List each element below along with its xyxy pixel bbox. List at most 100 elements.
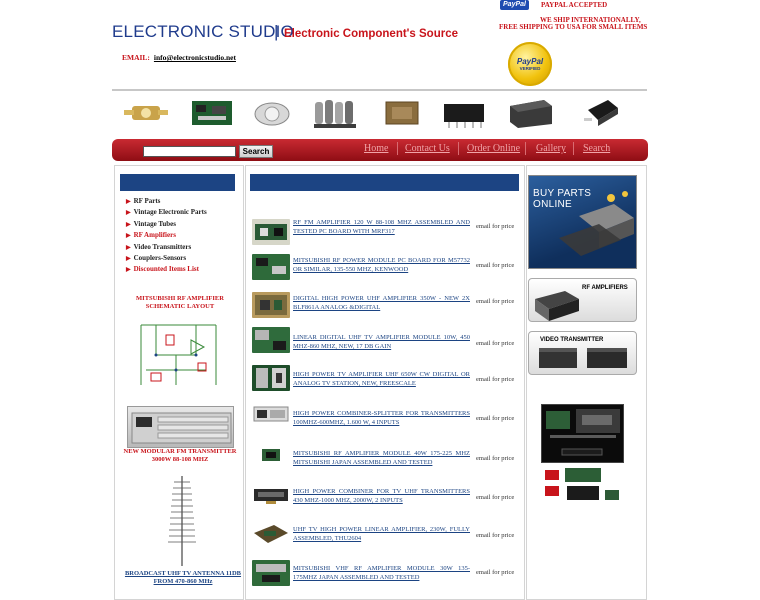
buy-parts-online-banner[interactable] [528, 175, 637, 269]
module-product-photo[interactable] [541, 404, 624, 463]
search-input[interactable] [143, 146, 236, 157]
product-price: email for price [476, 376, 515, 383]
product-link[interactable]: HIGH POWER COMBINER-SPLITTER FOR TRANSMI… [293, 410, 470, 426]
product-row: HIGH POWER TV AMPLIFIER UHF 650W CW DIGI… [250, 365, 518, 399]
arrow-right-icon: ▶ [126, 221, 131, 228]
product-price: email for price [476, 569, 515, 576]
product-row: HIGH POWER COMBINER FOR TV UHF TRANSMITT… [250, 483, 518, 517]
product-thumb-pcb-board[interactable] [188, 96, 236, 132]
product-image[interactable] [252, 523, 290, 545]
video-transmitter-banner[interactable] [528, 331, 637, 375]
product-thumb-smd-module[interactable] [580, 96, 624, 132]
product-row: MITSUBISHI RF POWER MODULE PC BOARD FOR … [250, 252, 518, 286]
nav-search[interactable]: Search [583, 143, 611, 154]
paypal-verified-seal[interactable]: PayPal VERIFIED [508, 42, 552, 86]
product-link[interactable]: DIGITAL HIGH POWER UHF AMPLIFIER 350W - … [293, 295, 470, 311]
product-image[interactable] [252, 560, 290, 586]
product-link[interactable]: RF FM AMPLIFIER 120 W 88-108 MHz ASSEMBL… [293, 219, 470, 235]
module-photo-illustration [546, 409, 620, 456]
fm-transmitter-image[interactable] [127, 406, 234, 448]
product-thumb-hybrid-module[interactable] [440, 96, 488, 132]
sidebar-item-rf-parts[interactable]: ▶RF Parts [126, 197, 161, 205]
paypal-seal-top: PayPal [516, 57, 544, 66]
sidebar-menu: ▶RF Parts ▶Vintage Electronic Parts ▶Vin… [126, 196, 207, 276]
product-thumb-amplifier-box[interactable] [506, 96, 556, 132]
product-thumb-rf-transistor[interactable] [122, 96, 170, 132]
nav-separator [458, 142, 459, 155]
product-image[interactable] [252, 365, 290, 391]
sidebar-header-bar [120, 174, 235, 191]
nav-separator [525, 142, 526, 155]
email-label: EMAIL: [122, 53, 150, 62]
rf-amplifiers-label: RF AMPLIFIERS [582, 285, 628, 291]
product-image[interactable] [252, 219, 290, 245]
sidebar-item-vintage-tubes[interactable]: ▶Vintage Tubes [126, 219, 176, 228]
product-thumb-rf-module[interactable] [380, 96, 424, 132]
paypal-logo: PayPal [500, 0, 529, 10]
product-price: email for price [476, 298, 515, 305]
product-image[interactable] [252, 254, 290, 280]
arrow-right-icon: ▶ [126, 199, 131, 205]
product-row: UHF TV HIGH POWER LINEAR AMPLIFIER, 230W… [250, 521, 518, 555]
product-image[interactable] [252, 292, 290, 318]
paypal-seal-bottom: VERIFIED [519, 66, 541, 71]
product-price: email for price [476, 262, 515, 269]
product-thumb-power-transistor[interactable] [252, 96, 292, 132]
email-line: EMAIL:info@electronicstudio.net [122, 53, 236, 62]
arrow-right-icon: ▶ [126, 255, 131, 262]
paypal-accepted-text: PAYPAL ACCEPTED [541, 1, 608, 9]
product-image[interactable] [252, 485, 290, 507]
nav-separator [397, 142, 398, 155]
product-image[interactable] [260, 446, 282, 464]
shipping-text-2: FREE SHIPPING TO USA FOR SMALL ITEMS [499, 23, 648, 31]
nav-home[interactable]: Home [364, 143, 389, 154]
nav-order-online[interactable]: Order Online [467, 143, 521, 154]
fm-transmitter-caption[interactable]: NEW MODULAR FM TRANSMITTER 3000W 88-108 … [123, 448, 237, 463]
email-link[interactable]: info@electronicstudio.net [153, 53, 236, 62]
site-tagline: Electronic Component's Source [284, 28, 458, 40]
product-thumb-vintage-tubes[interactable] [312, 96, 362, 132]
arrow-right-icon: ▶ [126, 233, 131, 240]
product-row: MITSUBISHI VHF RF AMPLIFIER MODULE 30W 1… [250, 560, 518, 594]
sidebar-item-vintage-electronic-parts[interactable]: ▶Vintage Electronic Parts [126, 208, 207, 217]
product-row: RF FM AMPLIFIER 120 W 88-108 MHz ASSEMBL… [250, 217, 518, 251]
product-price: email for price [476, 455, 515, 462]
product-row: DIGITAL HIGH POWER UHF AMPLIFIER 350W - … [250, 290, 518, 324]
product-link[interactable]: HIGH POWER COMBINER FOR TV UHF TRANSMITT… [293, 488, 470, 504]
schematic-image[interactable] [136, 315, 226, 393]
sidebar-item-discounted-items[interactable]: ▶Discounted Items List [126, 265, 199, 274]
sidebar-item-video-transmitters[interactable]: ▶Video Transmitters [126, 242, 192, 251]
sidebar-item-couplers-sensors[interactable]: ▶Couplers-Sensors [126, 253, 187, 262]
product-row: HIGH POWER COMBINER-SPLITTER FOR TRANSMI… [250, 404, 518, 438]
product-image[interactable] [252, 327, 290, 353]
schematic-title: MITSUBISHI RF AMPLIFIER SCHEMATIC LAYOUT [136, 295, 224, 310]
product-link[interactable]: HIGH POWER TV AMPLIFIER UHF 650W CW DIGI… [293, 371, 470, 387]
nav-gallery[interactable]: Gallery [536, 143, 566, 154]
chip-illustration [559, 191, 634, 256]
title-separator: | [274, 22, 279, 41]
product-link[interactable]: UHF TV HIGH POWER LINEAR AMPLIFIER, 230W… [293, 526, 470, 542]
antenna-caption[interactable]: BROADCAST UHF TV ANTENNA 11DB FROM 470-8… [124, 570, 242, 585]
product-link[interactable]: LINEAR DIGITAL UHF TV AMPLIFIER MODULE 1… [293, 334, 470, 350]
transmitter-illustration [131, 412, 232, 444]
shipping-text-1: WE SHIP INTERNATIONALLY, [540, 16, 641, 24]
arrow-right-icon: ▶ [126, 267, 131, 274]
arrow-right-icon: ▶ [126, 210, 131, 217]
product-image[interactable] [252, 404, 290, 426]
uhf-antenna-image[interactable] [162, 474, 202, 569]
product-price: email for price [476, 494, 515, 501]
product-link[interactable]: MITSUBISHI VHF RF AMPLIFIER MODULE 30W 1… [293, 565, 470, 581]
sidebar-item-rf-amplifiers[interactable]: ▶RF Amplifiers [126, 231, 176, 240]
arrow-right-icon: ▶ [126, 244, 131, 251]
video-transmitter-label: VIDEO TRANSMITTER [540, 337, 604, 343]
nav-contact-us[interactable]: Contact Us [405, 143, 450, 154]
products-header-bar [250, 174, 519, 191]
search-button[interactable]: Search [239, 145, 273, 158]
module-thumbnails[interactable] [543, 466, 623, 506]
product-link[interactable]: MITSUBISHI RF POWER MODULE PC BOARD FOR … [293, 257, 470, 273]
rf-amplifiers-banner[interactable] [528, 278, 637, 322]
video-transmitter-illustration [539, 348, 627, 368]
product-row: LINEAR DIGITAL UHF TV AMPLIFIER MODULE 1… [250, 327, 518, 361]
rf-amplifier-illustration [535, 291, 579, 321]
product-link[interactable]: MITSUBISHI RF AMPLIFIER MODULE 40W 175-2… [293, 450, 470, 466]
